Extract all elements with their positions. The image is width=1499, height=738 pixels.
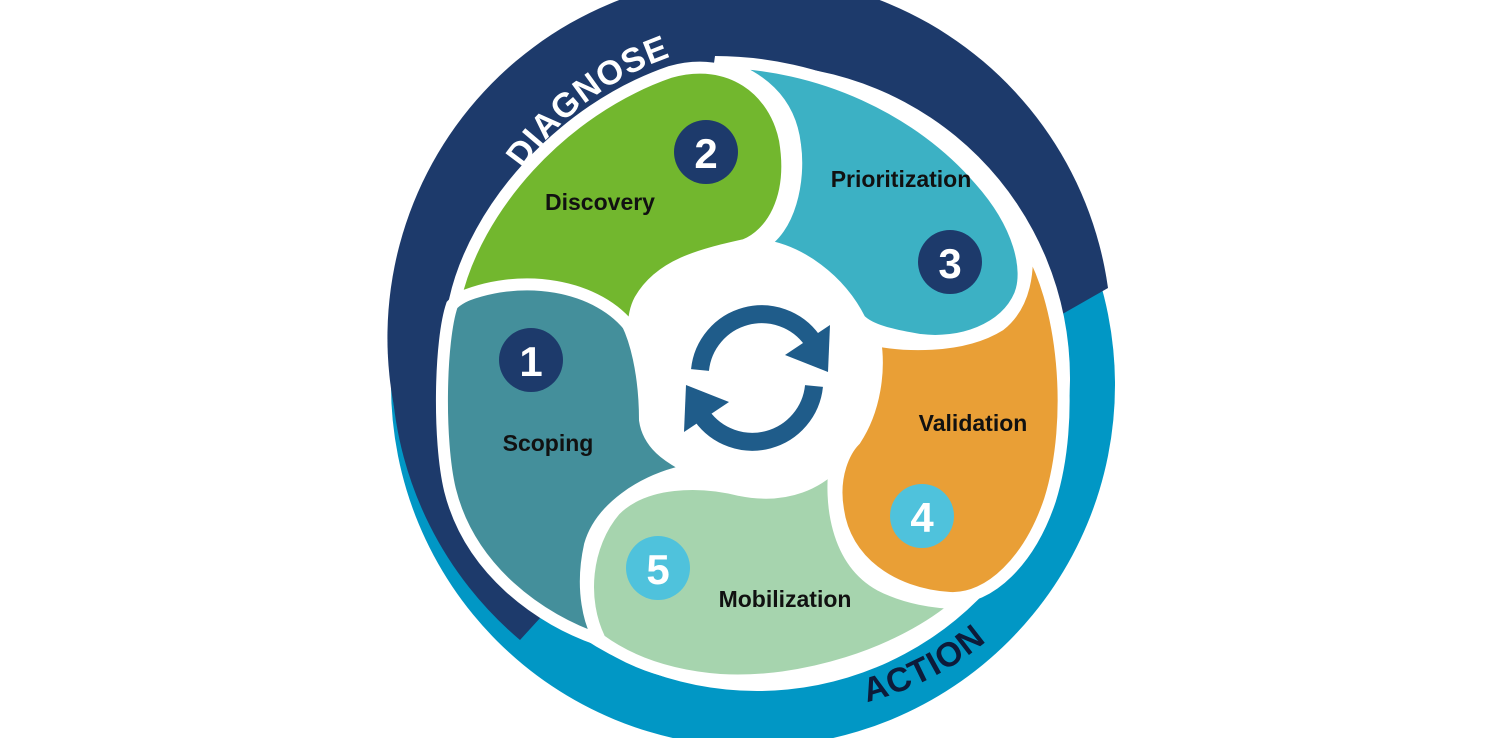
refresh-cycle-icon xyxy=(684,305,830,451)
badge-circle-4 xyxy=(890,484,954,548)
step-label-scoping: Scoping xyxy=(503,430,594,456)
step-label-discovery: Discovery xyxy=(545,189,655,215)
step-number-5: 5 xyxy=(646,546,669,593)
badge-2: 2 xyxy=(674,120,738,184)
step-label-mobilization: Mobilization xyxy=(719,586,852,612)
badge-circle-1 xyxy=(499,328,563,392)
badge-circle-3 xyxy=(918,230,982,294)
badge-circle-2 xyxy=(674,120,738,184)
badge-5: 5 xyxy=(626,536,690,600)
refresh-arrowhead-top xyxy=(785,325,830,372)
step-number-3: 3 xyxy=(938,240,961,287)
step-number-4: 4 xyxy=(910,494,934,541)
badge-4: 4 xyxy=(890,484,954,548)
badge-3: 3 xyxy=(918,230,982,294)
step-number-2: 2 xyxy=(694,130,717,177)
badge-circle-5 xyxy=(626,536,690,600)
step-label-validation: Validation xyxy=(919,410,1028,436)
step-number-1: 1 xyxy=(519,338,542,385)
step-label-prioritization: Prioritization xyxy=(831,166,972,192)
refresh-arrow-bottom xyxy=(694,384,823,451)
badge-1: 1 xyxy=(499,328,563,392)
refresh-arrow-top xyxy=(691,305,820,372)
refresh-arrowhead-bottom xyxy=(684,385,729,432)
petal-mobilization xyxy=(582,448,977,687)
